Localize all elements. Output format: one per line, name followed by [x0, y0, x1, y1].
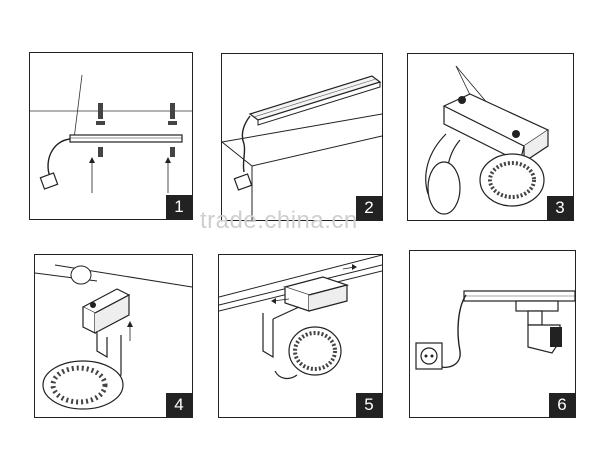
step-number-badge: 1	[166, 195, 192, 219]
ceiling-mount-illustration	[30, 74, 192, 193]
power-on-illustration	[415, 290, 575, 370]
step-6-panel: 6	[409, 250, 576, 418]
step-3-panel: 3	[407, 53, 574, 221]
track-fixed-illustration	[222, 75, 382, 220]
lamp-locked-illustration	[219, 255, 382, 380]
step-1-panel: 1	[29, 52, 193, 220]
step-number-badge: 3	[547, 196, 573, 220]
step-5-panel: 5	[218, 254, 383, 418]
adapter-connection-illustration	[425, 65, 550, 215]
step-2-panel: 2	[221, 53, 383, 221]
step-4-panel: 4	[34, 254, 193, 418]
lamp-insert-illustration	[35, 264, 192, 410]
step-number-badge: 4	[166, 393, 192, 417]
step-number-badge: 6	[549, 393, 575, 417]
step-number-badge: 2	[356, 196, 382, 220]
watermark-text: trade.china.cn	[200, 207, 358, 234]
step-number-badge: 5	[356, 393, 382, 417]
